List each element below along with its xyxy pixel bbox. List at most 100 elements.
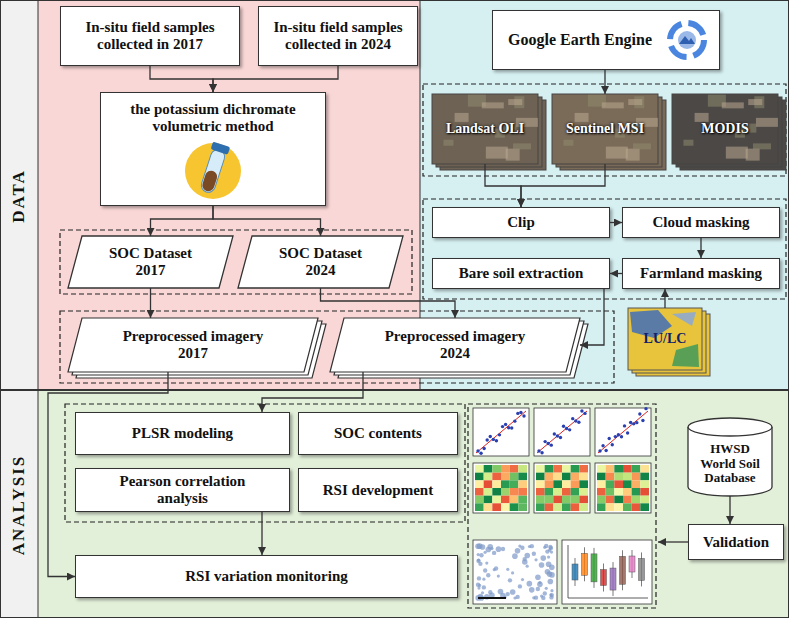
heatmap-cell — [606, 503, 615, 511]
box-plot-box — [591, 554, 597, 582]
test-tube-icon — [198, 142, 231, 195]
heatmap-cell — [597, 480, 606, 488]
map-pixel — [532, 596, 535, 599]
heatmap-cell — [562, 473, 571, 481]
heatmap-cell — [632, 465, 641, 473]
platform-box: Google Earth Engine — [492, 10, 720, 70]
sample-dot — [553, 432, 556, 435]
sample-dot — [604, 449, 607, 452]
heatmap-cell — [475, 488, 484, 496]
node-label: HWSD World Soil Database — [692, 442, 768, 486]
heatmap-cell — [484, 503, 493, 511]
connector-group — [48, 66, 730, 577]
field-patch — [443, 140, 453, 146]
heatmap-cell — [597, 496, 606, 504]
box-plot-box — [639, 558, 645, 580]
sample-dot — [583, 412, 586, 415]
sample-dot — [486, 438, 489, 441]
heatmap-cell — [492, 480, 501, 488]
heatmap-cell — [492, 503, 501, 511]
node-label: Farmland masking — [640, 265, 762, 282]
heatmap-cell — [571, 465, 580, 473]
node-label: Preprocessed imagery 2017 — [108, 328, 278, 362]
heatmap-cell — [501, 488, 510, 496]
dataset-parallelogram: SOC Dataset 2017 — [68, 236, 233, 288]
process-box: Clip — [432, 207, 610, 238]
cylinder-body — [688, 427, 772, 496]
flow-arrow — [150, 66, 213, 92]
heatmap-cell — [640, 496, 649, 504]
heatmap-cell — [536, 503, 545, 511]
map-pixel — [546, 561, 552, 567]
heatmap-cell — [536, 480, 545, 488]
heatmap-cell — [501, 473, 510, 481]
heatmap-cell — [597, 473, 606, 481]
map-pixel — [481, 591, 484, 594]
node-label: Landsat OLI — [446, 121, 524, 137]
heatmap-cell — [597, 488, 606, 496]
map-pixel — [493, 568, 496, 571]
heatmap-cell — [510, 503, 519, 511]
database-cylinder: HWSD World Soil Database — [688, 418, 772, 496]
map-pixel — [550, 550, 553, 553]
map-pixel — [496, 546, 502, 552]
map-pixel — [535, 574, 541, 580]
heatmap-cell — [632, 473, 641, 481]
map-pixel — [548, 545, 552, 549]
field-patch — [455, 113, 469, 122]
heatmap-cell — [623, 488, 632, 496]
process-box: Bare soil extraction — [432, 258, 610, 289]
process-box: PLSR modeling — [75, 412, 290, 455]
flow-arrow — [321, 288, 456, 318]
process-box: In-situ field samples collected in 2024 — [258, 6, 418, 66]
map-pixel — [505, 592, 509, 596]
heatmap-cell — [501, 465, 510, 473]
sample-dot — [580, 409, 583, 412]
sample-dot — [568, 428, 571, 431]
fit-line — [476, 411, 526, 453]
sample-dot — [614, 435, 617, 438]
field-patch — [753, 143, 771, 149]
group-outline — [60, 311, 614, 383]
process-box: Validation — [688, 524, 784, 560]
heatmap-cell — [501, 496, 510, 504]
engine-icon-ring — [670, 23, 704, 57]
sample-dot — [540, 451, 543, 454]
node-label: RSI development — [323, 482, 433, 499]
sample-dot — [623, 424, 626, 427]
flow-arrow — [610, 273, 622, 274]
sample-dot — [513, 419, 516, 422]
sample-dot — [620, 435, 623, 438]
map-pixel — [512, 553, 518, 559]
map-pixel — [530, 544, 534, 548]
heatmap-cell — [536, 496, 545, 504]
flow-arrow — [213, 66, 338, 92]
sample-dot — [608, 437, 611, 440]
heatmap-cell — [614, 496, 623, 504]
flow-arrow — [48, 372, 168, 577]
flow-arrow — [664, 289, 665, 308]
sample-dot — [559, 436, 562, 439]
map-pixel — [536, 587, 540, 591]
box-plot-box — [629, 556, 635, 572]
image-layer — [628, 308, 702, 370]
node-label: RSI variation monitoring — [185, 568, 348, 585]
heatmap-cell — [518, 473, 527, 481]
section-band: DATAIn-situ field samples collected in 2… — [0, 0, 789, 390]
landcover-image: LU/LC — [628, 308, 702, 370]
landcover-patch — [672, 312, 696, 326]
node-label: Clip — [507, 214, 535, 231]
process-box: SOC contents — [298, 412, 458, 455]
heatmap-cell — [492, 465, 501, 473]
field-patch — [726, 147, 748, 159]
heatmap-cell — [579, 480, 588, 488]
heatmap-cell — [545, 465, 554, 473]
fit-line — [598, 411, 648, 453]
node-label: Sentinel MSI — [566, 121, 644, 137]
sample-dot — [574, 419, 577, 422]
heatmap-cell — [579, 488, 588, 496]
sample-dot — [556, 434, 559, 437]
flow-arrow — [262, 372, 363, 412]
map-pixel — [482, 585, 486, 589]
map-pixel — [537, 582, 543, 588]
